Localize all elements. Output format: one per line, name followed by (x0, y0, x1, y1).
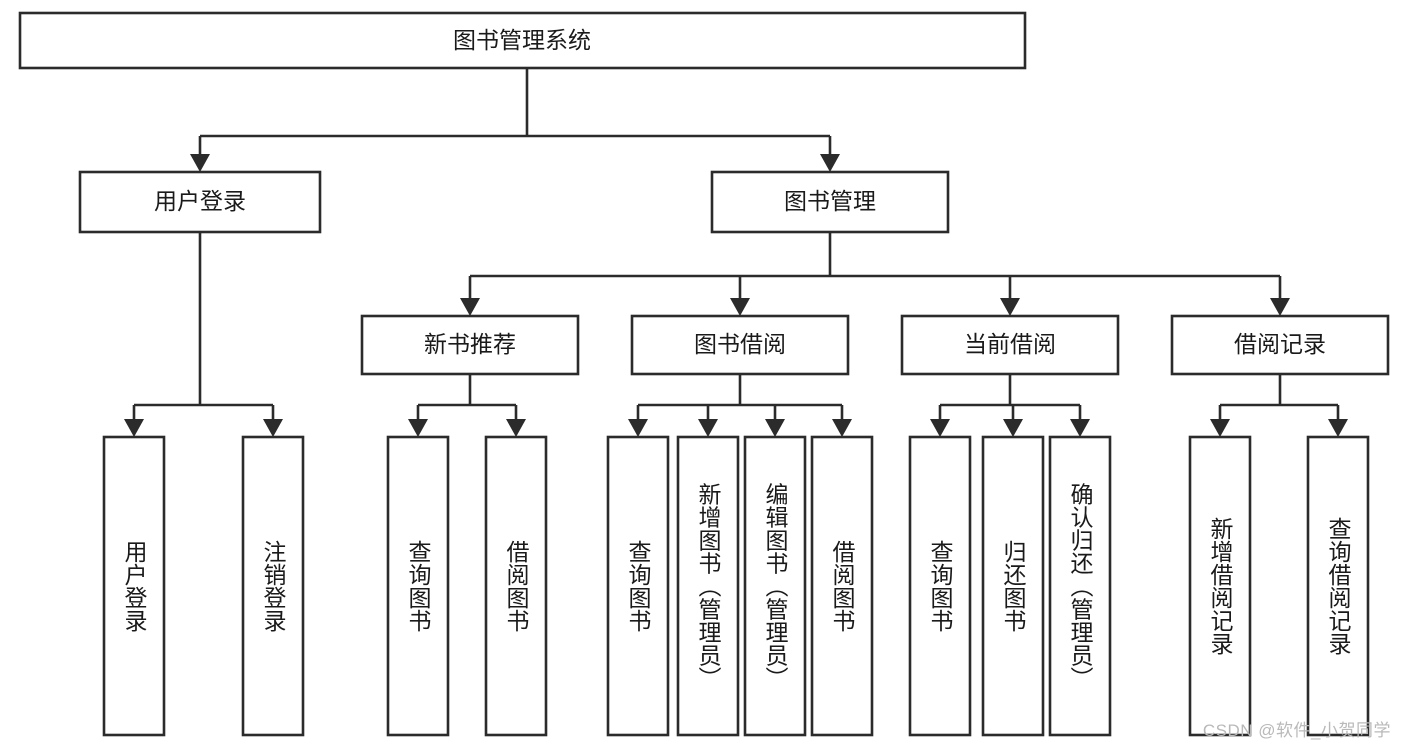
node-nbr-query-book-label: 查询图书 (405, 540, 432, 632)
arrow-head-user-login (190, 154, 210, 172)
node-nbr-borrow-book[interactable]: 借阅图书 (484, 435, 548, 737)
node-bb-add-book[interactable]: 新增图书（管理员） (676, 435, 740, 737)
node-br-query-record-box[interactable] (1306, 435, 1370, 737)
node-bb-edit-book-label: 编辑图书（管理员） (762, 483, 789, 690)
node-user-login-do-label: 用户登录 (121, 540, 148, 632)
node-cb-confirm-return[interactable]: 确认归还（管理员） (1048, 435, 1112, 737)
node-nbr-query-book-box[interactable] (386, 435, 450, 737)
node-root-label: 图书管理系统 (453, 27, 591, 53)
node-cb-confirm-return-label: 确认归还（管理员） (1067, 483, 1094, 690)
node-cb-query-book[interactable]: 查询图书 (908, 435, 972, 737)
arrow-head-cb-confirm-return (1070, 419, 1090, 437)
node-nbr-borrow-book-box[interactable] (484, 435, 548, 737)
node-cb-query-book-box[interactable] (908, 435, 972, 737)
arrow-head-book-borrow (730, 298, 750, 316)
node-user-logout-box[interactable] (241, 435, 305, 737)
node-br-query-record[interactable]: 查询借阅记录 (1306, 435, 1370, 737)
node-user-logout-label: 注销登录 (260, 540, 287, 632)
node-user-login[interactable]: 用户登录 (78, 170, 322, 234)
node-user-login-label: 用户登录 (154, 188, 246, 214)
node-bb-borrow-book-label: 借阅图书 (829, 540, 856, 632)
node-user-login-do[interactable]: 用户登录 (102, 435, 166, 737)
node-book-borrow[interactable]: 图书借阅 (630, 314, 850, 376)
node-bb-query-book-box[interactable] (606, 435, 670, 737)
node-br-add-record-label: 新增借阅记录 (1207, 517, 1234, 655)
node-book-management-box[interactable] (710, 170, 950, 234)
node-bb-add-book-box[interactable] (676, 435, 740, 737)
node-new-book-recommend-label: 新书推荐 (424, 331, 516, 357)
arrow-head-cb-query-book (930, 419, 950, 437)
arrow-head-br-add-record (1210, 419, 1230, 437)
node-user-login-do-box[interactable] (102, 435, 166, 737)
node-bb-add-book-label: 新增图书（管理员） (695, 483, 722, 690)
node-current-borrow-label: 当前借阅 (964, 331, 1056, 357)
arrow-head-nbr-query-book (408, 419, 428, 437)
node-book-management-label: 图书管理 (784, 188, 876, 214)
node-root[interactable]: 图书管理系统 (18, 11, 1027, 70)
node-cb-return-book[interactable]: 归还图书 (981, 435, 1045, 737)
node-user-login-box[interactable] (78, 170, 322, 234)
node-br-query-record-label: 查询借阅记录 (1325, 517, 1352, 655)
arrow-head-bb-add-book (698, 419, 718, 437)
node-user-logout[interactable]: 注销登录 (241, 435, 305, 737)
node-nbr-query-book[interactable]: 查询图书 (386, 435, 450, 737)
arrow-head-cb-return-book (1003, 419, 1023, 437)
node-bb-query-book[interactable]: 查询图书 (606, 435, 670, 737)
node-cb-return-book-label: 归还图书 (1000, 540, 1027, 632)
node-cb-query-book-label: 查询图书 (927, 540, 954, 632)
node-bb-edit-book[interactable]: 编辑图书（管理员） (743, 435, 807, 737)
arrow-head-book-management (820, 154, 840, 172)
arrow-head-current-borrow (1000, 298, 1020, 316)
connector-layer (124, 68, 1348, 437)
node-bb-borrow-book-box[interactable] (810, 435, 874, 737)
arrow-head-user-logout (263, 419, 283, 437)
node-book-borrow-label: 图书借阅 (694, 331, 786, 357)
node-br-add-record-box[interactable] (1188, 435, 1252, 737)
node-nbr-borrow-book-label: 借阅图书 (503, 540, 530, 632)
arrow-head-nbr-borrow-book (506, 419, 526, 437)
arrow-head-new-book-recommend (460, 298, 480, 316)
node-borrow-records[interactable]: 借阅记录 (1170, 314, 1390, 376)
node-borrow-records-label: 借阅记录 (1234, 331, 1326, 357)
node-bb-query-book-label: 查询图书 (625, 540, 652, 632)
node-book-borrow-box[interactable] (630, 314, 850, 376)
node-new-book-recommend[interactable]: 新书推荐 (360, 314, 580, 376)
node-borrow-records-box[interactable] (1170, 314, 1390, 376)
arrow-head-borrow-records (1270, 298, 1290, 316)
arrow-head-bb-edit-book (765, 419, 785, 437)
arrow-head-br-query-record (1328, 419, 1348, 437)
node-root-box[interactable] (18, 11, 1027, 70)
arrow-head-bb-borrow-book (832, 419, 852, 437)
node-bb-edit-book-box[interactable] (743, 435, 807, 737)
node-cb-confirm-return-box[interactable] (1048, 435, 1112, 737)
node-br-add-record[interactable]: 新增借阅记录 (1188, 435, 1252, 737)
node-book-management[interactable]: 图书管理 (710, 170, 950, 234)
node-current-borrow[interactable]: 当前借阅 (900, 314, 1120, 376)
node-new-book-recommend-box[interactable] (360, 314, 580, 376)
node-bb-borrow-book[interactable]: 借阅图书 (810, 435, 874, 737)
arrow-head-bb-query-book (628, 419, 648, 437)
arrow-head-user-login-do (124, 419, 144, 437)
node-current-borrow-box[interactable] (900, 314, 1120, 376)
node-cb-return-book-box[interactable] (981, 435, 1045, 737)
